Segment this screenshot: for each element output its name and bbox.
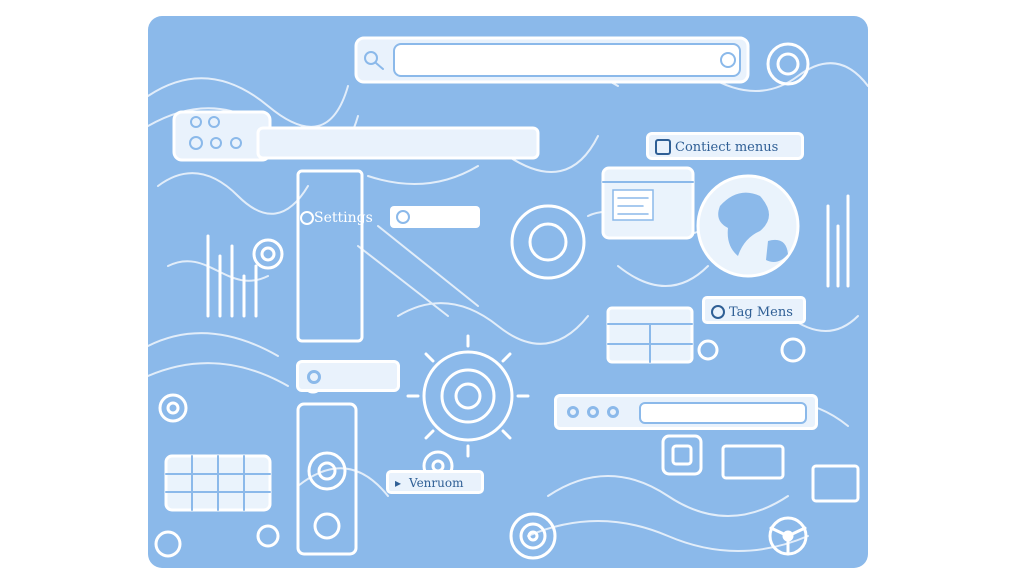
top-search-bar: [354, 36, 750, 84]
context-menus-icon: [655, 139, 671, 155]
venruom-label: Venruom: [409, 476, 464, 490]
steering-wheel-icon: [768, 516, 808, 556]
window-dot-1: [567, 406, 579, 418]
venruom-bar[interactable]: ▸ Venruom: [386, 470, 484, 494]
pill-search-input[interactable]: [639, 402, 807, 424]
doodle-background: [148, 36, 868, 560]
search-icon: [364, 51, 384, 70]
illustration-panel: Contiect menus Settings Tag Mens ▸ Venru…: [148, 16, 868, 568]
tag-menus-icon: [711, 305, 725, 319]
context-menus-label: Contiect menus: [675, 140, 779, 155]
tag-menus-bar[interactable]: Tag Mens: [702, 296, 806, 324]
settings-bar[interactable]: Settings: [298, 206, 484, 230]
settings-label: Settings: [314, 210, 373, 226]
toggle-knob: [307, 370, 321, 384]
chevron-right-icon: ▸: [395, 476, 402, 490]
window-dot-3: [607, 406, 619, 418]
tag-menus-label: Tag Mens: [729, 305, 793, 320]
settings-icon: [300, 211, 314, 225]
settings-input[interactable]: [390, 206, 480, 228]
toggle-bar[interactable]: [296, 360, 400, 392]
globe-icon: [696, 174, 800, 278]
pill-search-bar[interactable]: [554, 394, 818, 430]
window-dot-2: [587, 406, 599, 418]
user-icon: [396, 210, 410, 224]
context-menus-bar[interactable]: Contiect menus: [646, 132, 804, 160]
